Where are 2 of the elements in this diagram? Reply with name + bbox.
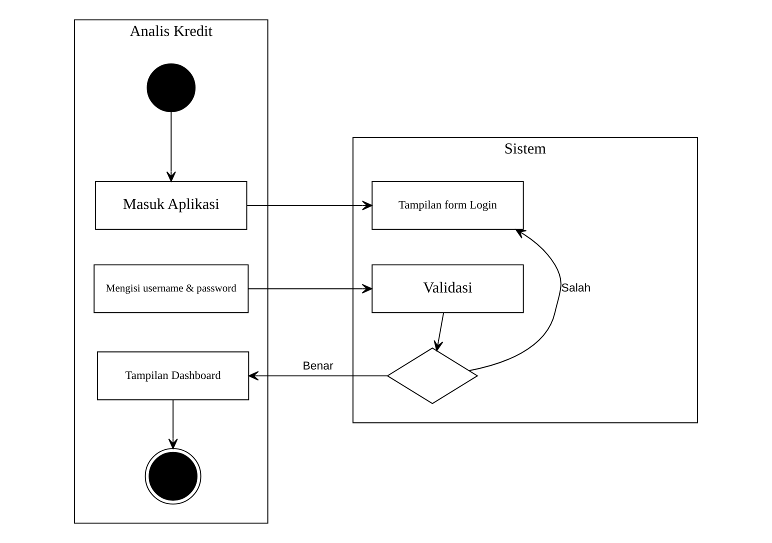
- edge-label: Benar: [302, 360, 334, 373]
- edge-label: Salah: [561, 282, 591, 295]
